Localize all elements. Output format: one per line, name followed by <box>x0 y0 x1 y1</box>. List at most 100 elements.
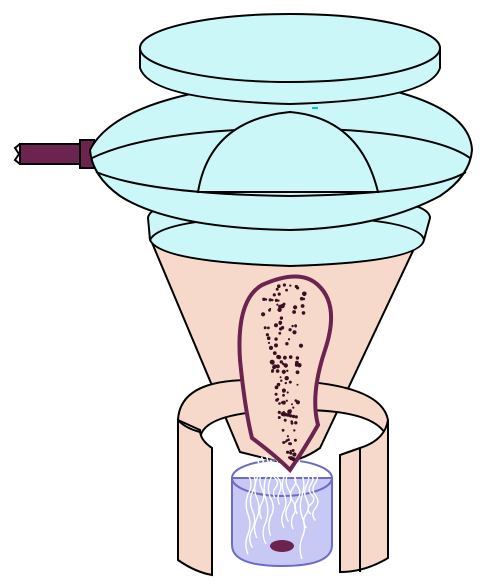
particle <box>302 292 307 297</box>
particle <box>291 403 293 405</box>
particle <box>280 360 283 363</box>
particle <box>282 429 285 432</box>
side-inlet-pipe <box>15 140 94 168</box>
particle <box>301 304 305 308</box>
particle <box>297 384 299 386</box>
particle <box>290 452 293 455</box>
particle <box>292 310 296 314</box>
particle <box>295 365 297 367</box>
pipe-body <box>20 144 82 164</box>
particle <box>279 323 281 325</box>
particle <box>282 370 285 373</box>
particle <box>276 288 279 291</box>
particle <box>290 420 293 423</box>
particle <box>276 364 280 368</box>
particle <box>267 327 270 330</box>
particle <box>295 415 298 418</box>
particle <box>269 346 273 350</box>
particle <box>286 451 289 454</box>
particle <box>278 293 281 296</box>
particle <box>278 416 281 419</box>
particle <box>280 376 282 378</box>
particle <box>278 332 281 335</box>
particle <box>286 400 288 402</box>
particle <box>285 342 288 345</box>
particle <box>293 429 295 431</box>
particle <box>292 407 294 409</box>
particle <box>279 327 282 330</box>
particle <box>282 394 285 397</box>
particle <box>299 344 303 348</box>
particle <box>277 398 280 401</box>
particle <box>277 383 281 387</box>
particle <box>277 355 281 359</box>
particle <box>270 360 275 365</box>
particle <box>302 311 306 315</box>
particle <box>277 284 281 288</box>
particle <box>286 439 289 442</box>
particle <box>283 356 287 360</box>
particle <box>294 439 297 442</box>
particle <box>282 401 286 405</box>
particle <box>271 369 274 372</box>
particle <box>277 300 279 302</box>
particle <box>292 330 296 334</box>
particle <box>294 421 297 424</box>
particle <box>287 435 289 437</box>
particle <box>296 370 300 374</box>
lid-top <box>140 14 440 82</box>
particle <box>291 457 295 461</box>
particle <box>287 409 292 414</box>
particle <box>278 402 281 405</box>
particle <box>275 393 278 396</box>
particle <box>284 363 288 367</box>
particle <box>296 356 299 359</box>
particle <box>295 361 299 365</box>
particle <box>277 308 281 312</box>
particle <box>283 303 286 306</box>
particle <box>296 286 299 289</box>
particle <box>289 285 291 287</box>
particle <box>283 391 285 393</box>
particle <box>292 452 296 456</box>
particle <box>285 376 289 380</box>
particle <box>289 355 293 359</box>
top-lid <box>140 14 440 104</box>
particle <box>285 289 288 292</box>
particle <box>296 400 300 404</box>
particle <box>271 299 273 301</box>
collection-beaker <box>232 455 332 566</box>
particle <box>280 380 282 382</box>
particle <box>267 336 271 340</box>
particle <box>276 304 278 306</box>
particle <box>261 312 265 316</box>
particle <box>287 391 289 393</box>
particle <box>288 338 290 340</box>
collector-ring-right <box>340 420 388 572</box>
particle <box>292 449 295 452</box>
particle <box>287 413 290 416</box>
particle <box>289 442 292 445</box>
particle <box>274 343 278 347</box>
collector-ring-left <box>178 420 212 575</box>
particle <box>286 370 288 372</box>
particle <box>273 351 277 355</box>
particle <box>280 316 283 319</box>
particle <box>268 342 270 344</box>
particle <box>268 309 271 312</box>
particle <box>285 382 287 384</box>
particle <box>292 415 295 418</box>
particle <box>273 293 276 296</box>
particle <box>278 411 281 414</box>
particle <box>303 298 306 301</box>
particle <box>266 333 269 336</box>
particle <box>265 298 267 300</box>
particle <box>274 323 278 327</box>
particle <box>283 411 285 413</box>
particle <box>290 450 292 452</box>
particle <box>264 326 267 329</box>
particle <box>293 305 297 309</box>
beaker-deposit <box>270 540 294 552</box>
